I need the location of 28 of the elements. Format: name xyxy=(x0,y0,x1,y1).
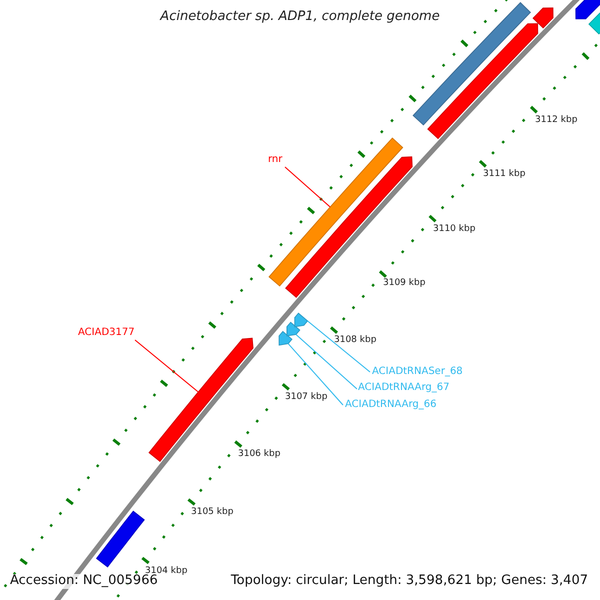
tick-label: 3112 kbp xyxy=(535,115,578,126)
gene-marker xyxy=(294,312,308,328)
tick-label: 3106 kbp xyxy=(238,449,280,460)
accession-text: Accession: NC_005966 xyxy=(8,574,160,589)
gene-label: ACIAD3177 xyxy=(78,327,135,338)
tick-label: 3109 kbp xyxy=(383,278,426,288)
gene-marker xyxy=(575,0,600,20)
gene-marker xyxy=(278,330,293,346)
leader-line xyxy=(288,343,344,406)
tick-label: 3108 kbp xyxy=(334,335,376,346)
gene-label: ACIADtRNAArg_67 xyxy=(358,382,450,394)
gene-marker xyxy=(532,8,554,29)
leader-line xyxy=(296,334,358,390)
gene-label: ACIADtRNAArg_66 xyxy=(345,399,436,410)
tick-label: 3105 kbp xyxy=(191,507,234,518)
tick-label: 3111 kbp xyxy=(483,169,526,180)
tick-label: 3107 kbp xyxy=(285,392,328,402)
genome-summary: Topology: circular; Length: 3,598,621 bp; Genes: 3,407 xyxy=(228,574,590,589)
leader-line xyxy=(134,340,199,392)
tick-label: 3110 kbp xyxy=(433,224,476,234)
gene-label: ACIADtRNASer_68 xyxy=(372,366,463,378)
gene-marker xyxy=(286,322,300,336)
gene-bar xyxy=(96,510,145,568)
gene-bar xyxy=(268,137,404,287)
title: Acinetobacter sp. ADP1, complete genome xyxy=(158,10,441,25)
leader-line xyxy=(307,320,370,372)
leader-line xyxy=(284,166,331,208)
gene-label: rnr xyxy=(268,154,282,166)
